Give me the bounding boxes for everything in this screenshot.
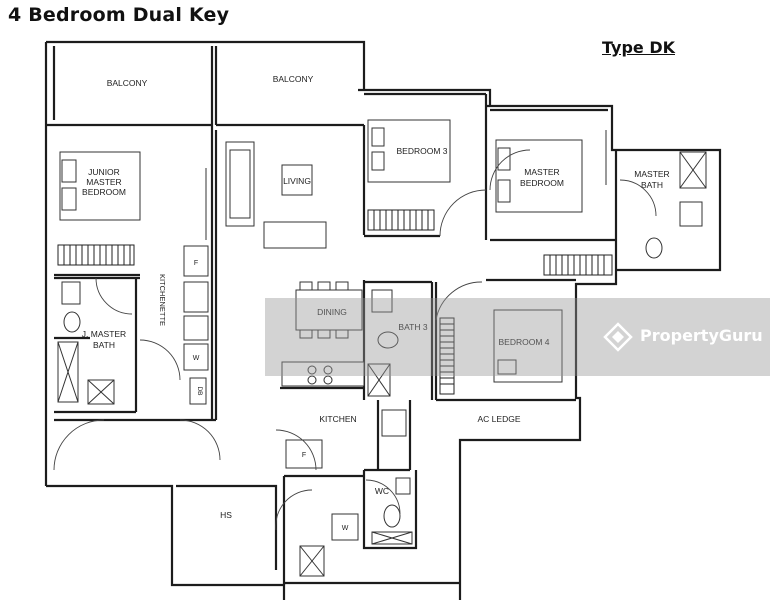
label-washer-2: W <box>342 525 349 532</box>
bedroom4-wardrobe <box>439 317 455 395</box>
kitchen-counter <box>281 361 365 387</box>
db-box <box>189 377 207 405</box>
interior-walls <box>54 94 618 585</box>
label-master-bedroom-1: MASTER <box>524 167 559 177</box>
propertyguru-logo-icon <box>603 322 633 352</box>
master-toilet <box>645 237 663 259</box>
label-dining: DINING <box>317 307 347 317</box>
label-jmaster-bath-2: BATH <box>93 340 115 350</box>
living-couch <box>263 221 327 249</box>
room-labels: BALCONY BALCONY JUNIOR MASTER BEDROOM LI… <box>82 74 670 532</box>
watermark-band <box>265 298 770 376</box>
kitchenette-fridge <box>183 245 209 277</box>
label-jmaster-bath-1: J. MASTER <box>82 329 126 339</box>
kitchenette-washer <box>183 343 209 371</box>
label-bath3: BATH 3 <box>398 322 427 332</box>
label-wc: WC <box>375 486 389 496</box>
outer-walls <box>44 40 722 600</box>
watermark-text: PropertyGuru <box>640 326 763 345</box>
junior-wardrobe <box>57 244 135 266</box>
label-kitchen: KITCHEN <box>319 414 356 424</box>
kitchen-sink <box>381 409 407 437</box>
label-master-bath-1: MASTER <box>634 169 669 179</box>
bedroom3-wardrobe <box>367 209 435 231</box>
label-ac-ledge: AC LEDGE <box>478 414 521 424</box>
jmaster-sink <box>61 281 81 305</box>
label-hs: HS <box>220 510 232 520</box>
label-living: LIVING <box>283 176 311 186</box>
kitchen-washer <box>331 513 359 541</box>
label-junior-master-3: BEDROOM <box>82 187 126 197</box>
plan-title: 4 Bedroom Dual Key <box>8 4 230 26</box>
master-sink <box>679 201 703 227</box>
wc-toilet <box>383 504 401 528</box>
label-junior-master-1: JUNIOR <box>88 167 120 177</box>
label-balcony-left: BALCONY <box>107 78 148 88</box>
type-label: Type DK <box>602 38 675 57</box>
bath3-toilet <box>377 331 399 349</box>
living-table <box>281 164 313 196</box>
bath3-sink <box>371 289 393 313</box>
label-junior-master-2: MASTER <box>86 177 121 187</box>
label-balcony-right: BALCONY <box>273 74 314 84</box>
kitchenette-hob <box>183 315 209 341</box>
label-bedroom3: BEDROOM 3 <box>396 146 447 156</box>
label-master-bedroom-2: BEDROOM <box>520 178 564 188</box>
label-db: DB <box>196 386 203 395</box>
label-fridge-1: F <box>194 260 198 267</box>
label-kitchenette: KITCHENETTE <box>158 274 167 326</box>
wc-sink <box>395 477 411 495</box>
master-wardrobe <box>543 254 613 276</box>
label-washer-1: W <box>193 355 200 362</box>
kitchenette-sink <box>183 281 209 313</box>
label-master-bath-2: BATH <box>641 180 663 190</box>
label-fridge-2: F <box>302 452 306 459</box>
jmaster-toilet <box>63 311 81 333</box>
label-bedroom4: BEDROOM 4 <box>498 337 549 347</box>
kitchen-fridge <box>285 439 323 469</box>
furniture <box>53 119 707 577</box>
